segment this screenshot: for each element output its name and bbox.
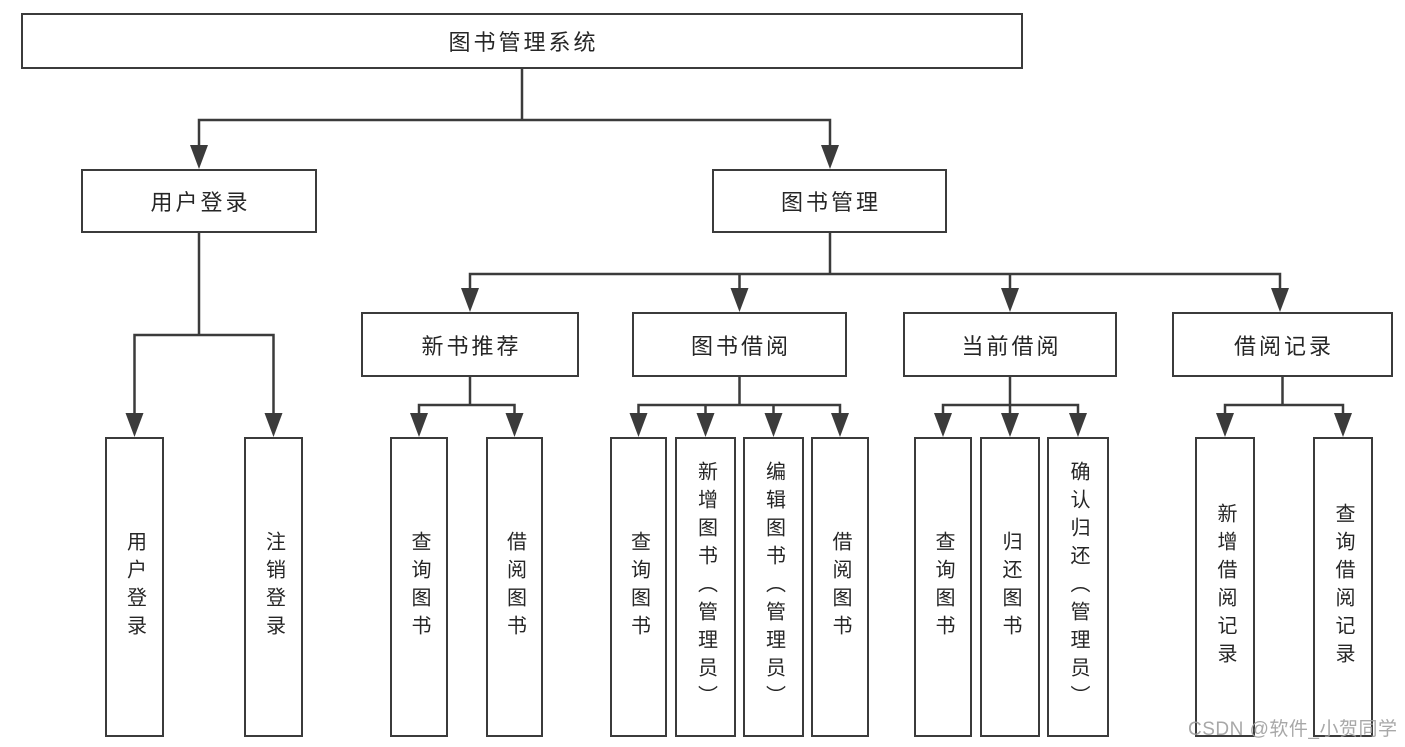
node-user-login-module: 用户登录 bbox=[81, 169, 317, 233]
leaf-query-books-borrowing-label: 查询图书 bbox=[627, 531, 650, 643]
node-borrowing-records-label: 借阅记录 bbox=[1233, 333, 1334, 359]
leaf-query-borrow-record: 查询借阅记录 bbox=[1313, 437, 1373, 737]
leaf-edit-books-admin-label: 编辑图书（管理员） bbox=[762, 461, 785, 713]
leaf-borrow-books: 借阅图书 bbox=[811, 437, 869, 737]
leaf-edit-books-admin: 编辑图书（管理员） bbox=[743, 437, 804, 737]
leaf-return-books-label: 归还图书 bbox=[999, 531, 1021, 643]
leaf-return-books: 归还图书 bbox=[980, 437, 1040, 737]
leaf-borrow-books-label: 借阅图书 bbox=[829, 531, 851, 643]
leaf-query-borrow-record-label: 查询借阅记录 bbox=[1332, 503, 1354, 671]
node-book-management-module: 图书管理 bbox=[712, 169, 947, 233]
node-book-borrowing-label: 图书借阅 bbox=[690, 333, 791, 359]
csdn-watermark: CSDN @软件_小贺同学 bbox=[1188, 719, 1398, 740]
node-new-book-recommend-label: 新书推荐 bbox=[421, 333, 522, 359]
leaf-confirm-return-admin-label: 确认归还（管理员） bbox=[1067, 461, 1089, 713]
node-book-borrowing: 图书借阅 bbox=[632, 312, 847, 377]
leaf-confirm-return-admin: 确认归还（管理员） bbox=[1047, 437, 1109, 737]
leaf-logout: 注销登录 bbox=[244, 437, 303, 737]
node-root-label: 图书管理系统 bbox=[448, 30, 599, 55]
leaf-query-books-current: 查询图书 bbox=[914, 437, 972, 737]
node-current-borrowing: 当前借阅 bbox=[903, 312, 1117, 377]
leaf-add-books-admin: 新增图书（管理员） bbox=[675, 437, 736, 737]
leaf-query-books-borrowing: 查询图书 bbox=[610, 437, 667, 737]
leaf-add-books-admin-label: 新增图书（管理员） bbox=[694, 461, 717, 713]
node-user-login-label: 用户登录 bbox=[150, 190, 251, 215]
leaf-query-books-recommend-label: 查询图书 bbox=[408, 531, 430, 643]
node-book-management-label: 图书管理 bbox=[780, 190, 881, 215]
leaf-query-books-current-label: 查询图书 bbox=[932, 531, 954, 643]
leaf-add-borrow-record: 新增借阅记录 bbox=[1195, 437, 1255, 737]
leaf-logout-label: 注销登录 bbox=[262, 531, 285, 643]
leaf-add-borrow-record-label: 新增借阅记录 bbox=[1214, 503, 1236, 671]
node-root-system: 图书管理系统 bbox=[21, 13, 1023, 69]
leaf-query-books-recommend: 查询图书 bbox=[390, 437, 448, 737]
node-borrowing-records: 借阅记录 bbox=[1172, 312, 1393, 377]
leaf-user-login: 用户登录 bbox=[105, 437, 164, 737]
leaf-borrow-books-recommend-label: 借阅图书 bbox=[503, 531, 526, 643]
leaf-user-login-label: 用户登录 bbox=[123, 531, 146, 643]
node-new-book-recommend: 新书推荐 bbox=[361, 312, 579, 377]
node-current-borrowing-label: 当前借阅 bbox=[961, 333, 1062, 359]
leaf-borrow-books-recommend: 借阅图书 bbox=[486, 437, 543, 737]
